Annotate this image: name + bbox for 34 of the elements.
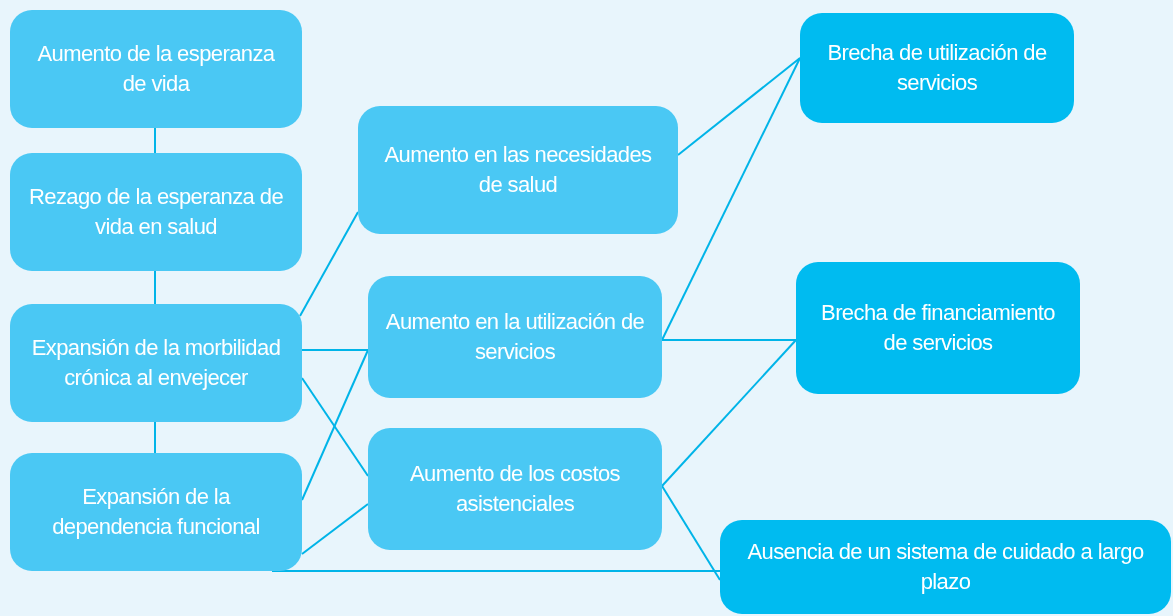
connector-line [661, 339, 797, 341]
box-label: Expansión de la morbilidad crónica al envejecer [30, 334, 282, 392]
box-label: Brecha de financiamiento de servicios [820, 299, 1056, 357]
rounded-box [720, 520, 1171, 614]
connector-line [154, 270, 156, 305]
connector-line [301, 349, 369, 351]
connector-line [301, 349, 369, 501]
connector-line [154, 421, 156, 454]
box-label: Rezago de la esperanza de vida en salud [27, 183, 285, 241]
connector-line [661, 57, 801, 341]
rounded-box [368, 428, 662, 550]
box-label: Aumento en la utilización de servicios [384, 308, 646, 366]
rounded-box [10, 453, 302, 571]
connector-line [299, 211, 359, 317]
connector-line [154, 127, 156, 154]
connector-line [271, 570, 721, 572]
connector-line [301, 503, 369, 555]
rounded-box [800, 13, 1074, 123]
box-label: Aumento de los costos asistenciales [409, 460, 621, 518]
box-label: Expansión de la dependencia funcional [51, 483, 261, 541]
rounded-box [796, 262, 1080, 394]
connector-line [301, 377, 369, 477]
box-label: Aumento de la esperanza de vida [36, 40, 276, 98]
box-label: Brecha de utilización de servicios [826, 39, 1048, 97]
rounded-box [358, 106, 678, 234]
rounded-box [10, 153, 302, 271]
connector-line [661, 339, 797, 487]
box-label: Aumento en las necesidades de salud [383, 141, 653, 199]
rounded-box [10, 10, 302, 128]
box-label: Ausencia de un sistema de cuidado a largo plazo [746, 538, 1145, 596]
rounded-box [10, 304, 302, 422]
connector-line [661, 485, 721, 581]
connector-line [677, 57, 801, 156]
rounded-box [368, 276, 662, 398]
